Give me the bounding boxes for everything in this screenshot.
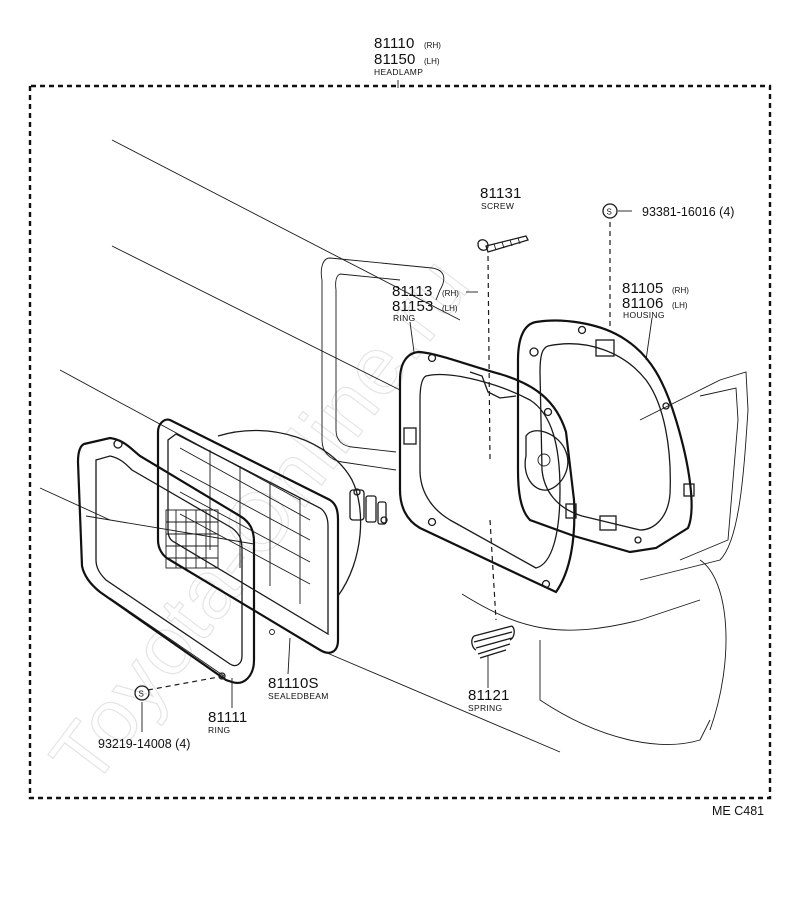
vehicle-body-outline bbox=[39, 139, 749, 753]
connector-terminals bbox=[349, 488, 388, 525]
headlamp-side-rh: (RH) bbox=[424, 41, 441, 50]
sealed-beam-label: 81110S SEALEDBEAM bbox=[268, 675, 329, 701]
outer-ring-name: RING bbox=[208, 725, 230, 735]
watermark-text: Toyota-Online.ru bbox=[34, 240, 488, 801]
housing-number-lh: 81106 bbox=[622, 295, 664, 312]
inner-ring-name: RING bbox=[393, 313, 415, 323]
inner-ring-number-rh: 81113 bbox=[392, 283, 433, 300]
housing-bolt-label: S 93381-16016 (4) bbox=[602, 203, 734, 219]
outer-ring-part bbox=[76, 436, 256, 684]
outer-ring-label: 81111 RING bbox=[208, 709, 247, 735]
watermark: Toyota-Online.ru bbox=[33, 239, 488, 801]
outer-ring-number: 81111 bbox=[208, 709, 247, 726]
housing-part bbox=[516, 319, 695, 554]
inner-ring-part bbox=[398, 350, 577, 594]
sealed-beam-name: SEALEDBEAM bbox=[268, 691, 329, 701]
diagram-code: ME C481 bbox=[712, 804, 764, 818]
ring-bolt-code: 93219-14008 (4) bbox=[98, 737, 190, 751]
screw-name: SCREW bbox=[481, 201, 514, 211]
ring-bolt-symbol: S bbox=[139, 690, 144, 699]
housing-bolt-code: 93381-16016 (4) bbox=[642, 205, 734, 219]
housing-side-rh: (RH) bbox=[672, 286, 689, 295]
headlamp-label: 81110 (RH) 81150 (LH) HEADLAMP bbox=[374, 35, 441, 77]
housing-name: HOUSING bbox=[623, 310, 665, 320]
sealed-beam-part bbox=[156, 418, 388, 654]
housing-bolt-symbol: S bbox=[607, 208, 612, 217]
spring-number: 81121 bbox=[468, 687, 510, 704]
inner-ring-number-lh: 81153 bbox=[392, 298, 434, 315]
label-pointers bbox=[141, 291, 653, 732]
assembly-border bbox=[28, 80, 772, 800]
leader-lines bbox=[147, 222, 611, 691]
spring-part bbox=[471, 625, 515, 659]
screw-label: 81131 SCREW bbox=[480, 185, 522, 211]
headlamp-side-lh: (LH) bbox=[424, 57, 440, 66]
inner-ring-side-lh: (LH) bbox=[442, 304, 458, 313]
headlamp-number-lh: 81150 bbox=[374, 51, 416, 68]
screw-part bbox=[477, 235, 529, 253]
headlamp-number-rh: 81110 bbox=[374, 35, 415, 52]
housing-label: 81105 (RH) 81106 (LH) HOUSING bbox=[622, 280, 689, 320]
sealed-beam-number: 81110S bbox=[268, 675, 319, 692]
headlamp-name: HEADLAMP bbox=[374, 67, 423, 77]
inner-ring-side-rh: (RH) bbox=[442, 289, 459, 298]
housing-number-rh: 81105 bbox=[622, 280, 664, 297]
ring-bolt-label: S 93219-14008 (4) bbox=[98, 685, 190, 751]
inner-ring-label: 81113 (RH) 81153 (LH) RING bbox=[392, 283, 459, 323]
screw-number: 81131 bbox=[480, 185, 522, 202]
housing-side-lh: (LH) bbox=[672, 301, 688, 310]
spring-name: SPRING bbox=[468, 703, 502, 713]
spring-label: 81121 SPRING bbox=[468, 687, 510, 713]
